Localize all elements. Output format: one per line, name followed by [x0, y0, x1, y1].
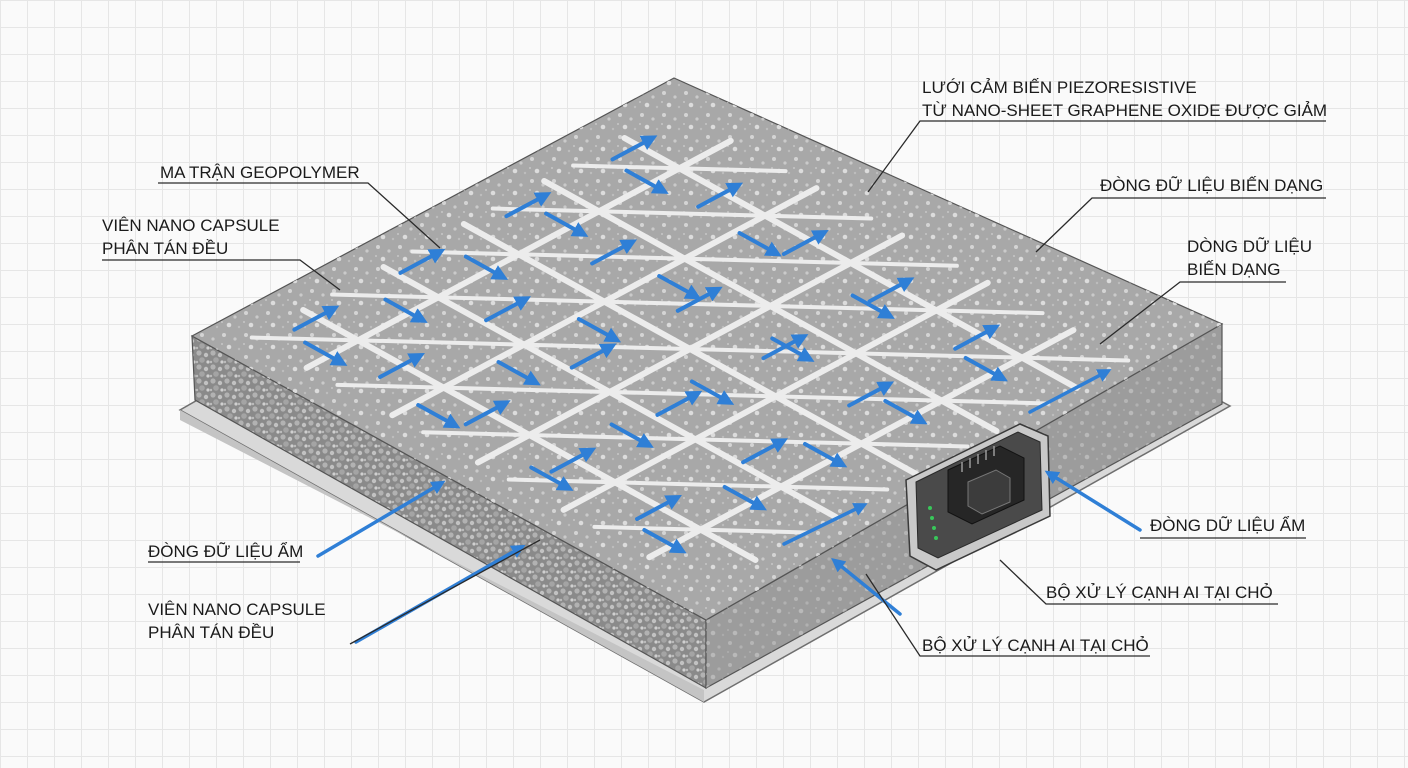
label-nano-capsule-bottom-line1: VIÊN NANO CAPSULE — [148, 600, 326, 619]
label-strain-data-2-line2: BIẾN DẠNG — [1187, 260, 1281, 279]
data-flow-arrow — [624, 168, 669, 194]
callout-arrow — [1028, 369, 1112, 414]
data-flow-arrow — [867, 277, 915, 304]
data-flow-arrows — [292, 135, 1008, 554]
data-flow-arrow — [953, 324, 1001, 351]
data-flow-arrow — [292, 305, 340, 332]
label-edge-ai-processor-1-text: BỘ XỬ LÝ CẠNH AI TẠI CHỎ — [1046, 583, 1273, 602]
mesh-strand-diagonal — [592, 524, 809, 535]
data-flow-arrow — [642, 528, 687, 554]
data-flow-arrow — [722, 485, 767, 511]
leader-line — [158, 182, 441, 249]
data-flow-arrow — [689, 379, 735, 405]
label-strain-data-2: DÒNG DỮ LIỆU BIẾN DẠNG — [1187, 235, 1312, 281]
data-flow-arrow — [383, 297, 428, 323]
label-geopolymer-matrix-text: MA TRẬN GEOPOLYMER — [160, 163, 360, 182]
data-flow-arrow — [484, 296, 532, 323]
label-strain-data-1: ĐÒNG ĐỮ LIỆU BIẾN DẠNG — [1100, 174, 1323, 197]
data-flow-arrow — [378, 352, 425, 379]
data-flow-arrow — [657, 274, 702, 300]
mesh-strand-diagonal — [421, 430, 970, 449]
data-flow-arrow — [761, 334, 809, 361]
data-flow-arrow — [590, 239, 638, 266]
label-edge-ai-processor-2: BỘ XỬ LÝ CẠNH AI TẠI CHỎ — [922, 634, 1149, 657]
data-flow-arrow — [770, 336, 815, 362]
data-flow-arrow — [610, 135, 658, 162]
label-strain-data-2-line1: DÒNG DỮ LIỆU — [1187, 237, 1313, 256]
data-flow-arrow — [496, 360, 541, 386]
data-flow-arrow — [737, 231, 782, 257]
label-nano-capsule-top-line1: VIÊN NANO CAPSULE — [102, 216, 280, 235]
data-flow-arrow — [549, 447, 597, 474]
leader-line — [1099, 281, 1286, 345]
data-flow-arrow — [504, 192, 552, 219]
mesh-strand-diagonal — [571, 163, 788, 174]
label-strain-data-1-text: ĐÒNG ĐỮ LIỆU BIẾN DẠNG — [1100, 176, 1324, 195]
mesh-strand-diagonal — [410, 249, 959, 268]
leader-line — [999, 559, 1278, 605]
edge-ai-processor-module — [905, 423, 1051, 571]
data-flow-arrow — [416, 403, 461, 429]
mesh-strand-diagonal — [490, 206, 874, 221]
label-moisture-data-right-text: ĐÒNG DỮ LIỆU ẨM — [1150, 516, 1306, 535]
data-flow-arrow — [303, 340, 348, 366]
data-flow-arrow — [544, 211, 589, 237]
data-flow-arrow — [741, 438, 789, 465]
label-sensor-mesh: LƯỚI CẢM BIẾN PIEZORESISTIVE TỪ NANO-SHE… — [922, 76, 1327, 122]
callout-arrow — [1044, 470, 1142, 532]
leader-line — [1035, 197, 1326, 253]
data-flow-arrow — [463, 400, 511, 427]
label-sensor-mesh-line2: TỪ NANO-SHEET GRAPHENE OXIDE ĐƯỢC GIẢM — [922, 101, 1328, 120]
leader-line — [102, 259, 341, 291]
callout-arrow — [782, 503, 868, 546]
data-flow-arrow — [850, 293, 895, 319]
mesh-strand-diagonal — [249, 335, 1131, 363]
data-flow-arrow — [609, 422, 654, 448]
label-moisture-data-left-text: ĐÒNG ĐỮ LIỆU ẨM — [148, 542, 304, 561]
leader-line — [865, 573, 1150, 657]
label-edge-ai-processor-2-text: BỘ XỬ LÝ CẠNH AI TẠI CHỎ — [922, 636, 1149, 655]
callout-arrow — [831, 558, 902, 616]
data-flow-arrow — [655, 390, 703, 417]
label-geopolymer-matrix: MA TRẬN GEOPOLYMER — [160, 161, 360, 184]
data-flow-arrow — [569, 343, 617, 370]
data-flow-arrow — [675, 286, 723, 313]
label-nano-capsule-top-line2: PHÂN TÁN ĐỀU — [102, 239, 229, 258]
data-flow-arrow — [883, 399, 928, 425]
data-flow-arrow — [576, 317, 622, 343]
leader-lines — [102, 120, 1326, 657]
label-sensor-mesh-line1: LƯỚI CẢM BIẾN PIEZORESISTIVE — [922, 78, 1197, 97]
label-nano-capsule-bottom-line2: PHÂN TÁN ĐỀU — [148, 623, 275, 642]
leader-line — [349, 539, 541, 645]
leader-line — [867, 120, 1326, 193]
data-flow-arrow — [847, 381, 895, 408]
label-moisture-data-left: ĐÒNG ĐỮ LIỆU ẨM — [148, 540, 303, 563]
data-flow-arrow — [529, 465, 574, 491]
data-flow-arrow — [696, 182, 744, 209]
data-flow-arrow — [635, 494, 682, 521]
data-flow-arrow — [781, 230, 829, 257]
data-flow-arrow — [463, 254, 509, 280]
data-flow-arrow — [398, 248, 446, 275]
label-nano-capsule-top: VIÊN NANO CAPSULE PHÂN TÁN ĐỀU — [102, 214, 280, 260]
data-flow-arrow — [803, 442, 848, 468]
label-edge-ai-processor-1: BỘ XỬ LÝ CẠNH AI TẠI CHỎ — [1046, 581, 1273, 604]
label-nano-capsule-bottom: VIÊN NANO CAPSULE PHÂN TÁN ĐỀU — [148, 598, 326, 644]
data-flow-arrow — [963, 356, 1008, 382]
callout-arrow — [316, 480, 446, 558]
label-moisture-data-right: ĐÒNG DỮ LIỆU ẨM — [1150, 514, 1305, 537]
